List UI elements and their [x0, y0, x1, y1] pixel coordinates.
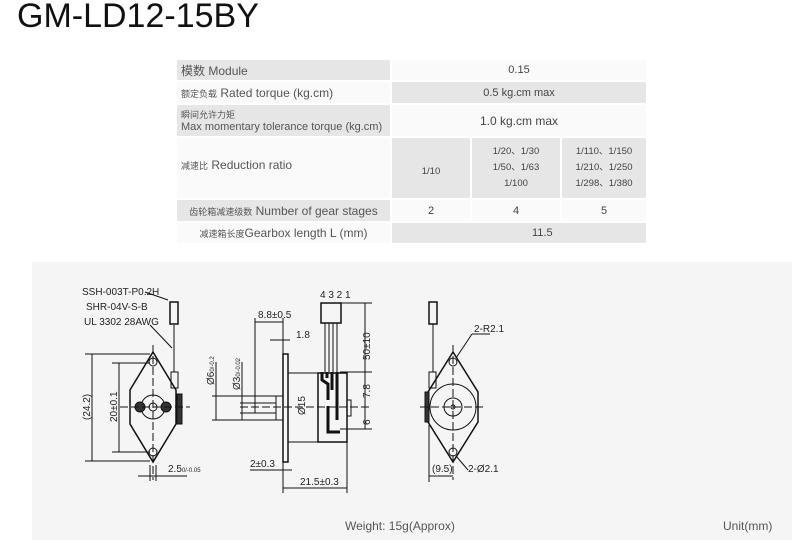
rated-torque-label: 额定负载 Rated torque (kg.cm)	[177, 82, 390, 103]
max-torque-value: 1.0 kg.cm max	[392, 105, 646, 136]
module-label: 模数 Module	[177, 60, 390, 80]
row-rated-torque: 额定负载 Rated torque (kg.cm) 0.5 kg.cm max	[177, 82, 646, 103]
gearbox-length-label: 减速箱长度Gearbox length L (mm)	[177, 223, 390, 243]
weight-label: Weight: 15g(Approx)	[345, 519, 455, 533]
gearbox-length-value: 11.5	[392, 223, 646, 243]
module-value: 0.15	[392, 60, 646, 80]
rated-torque-value: 0.5 kg.cm max	[392, 82, 646, 103]
dim-7-8: 7.8	[362, 384, 373, 398]
gear-stages-3: 5	[562, 200, 646, 221]
unit-label: Unit(mm)	[723, 519, 772, 533]
row-gearbox-length: 减速箱长度Gearbox length L (mm) 11.5	[177, 223, 646, 243]
connector-label: SSH-003T-P0.2H	[82, 287, 159, 298]
body-length-dim: 21.5±0.3	[300, 477, 339, 488]
technical-drawing: SSH-003T-P0.2H SHR-04V-S-B UL 3302 28AWG…	[32, 262, 792, 540]
row-module: 模数 Module 0.15	[177, 60, 646, 80]
rear-view	[420, 301, 490, 482]
gear-stages-label: 齿轮箱减速级数 Number of gear stages	[177, 200, 390, 221]
flange-thickness-dim: 2.50/-0.05	[168, 464, 201, 475]
hole-pitch-dim: 20±0.1	[109, 391, 120, 422]
gear-stages-2: 4	[472, 200, 560, 221]
wire-label: UL 3302 28AWG	[84, 317, 159, 328]
ratio-col-1: 1/10	[392, 138, 470, 198]
holes-dim: 2-Ø2.1	[468, 464, 499, 475]
offset-dim: (9.5)	[432, 464, 453, 475]
plate-dim: 2±0.3	[250, 459, 275, 470]
height-dim: (24.2)	[82, 394, 93, 420]
shaft-diameter-dim: Ø30/-0.02	[232, 357, 243, 390]
gear-stages-1: 2	[392, 200, 470, 221]
radius-dim: 2-R2.1	[474, 324, 504, 335]
boss-dim: 1.8	[296, 330, 310, 341]
pin-numbers: 4 3 2 1	[320, 290, 351, 301]
reduction-ratio-label: 减速比 Reduction ratio	[177, 138, 390, 198]
row-gear-stages: 齿轮箱减速级数 Number of gear stages 2 4 5	[177, 200, 646, 221]
shaft-length-dim: 8.8±0.5	[258, 310, 292, 321]
front-view	[85, 291, 190, 481]
side-view	[212, 302, 372, 493]
cable-length-dim: 50±10	[362, 332, 373, 360]
body-diameter-dim: Ø15	[297, 396, 308, 415]
housing-label: SHR-04V-S-B	[86, 302, 148, 313]
spec-table: 模数 Module 0.15 额定负载 Rated torque (kg.cm)…	[175, 58, 648, 245]
product-title: GM-LD12-15BY	[17, 0, 259, 35]
boss-diameter-dim: Ø60/-0.2	[206, 356, 217, 385]
dim-6: 6	[362, 419, 373, 425]
